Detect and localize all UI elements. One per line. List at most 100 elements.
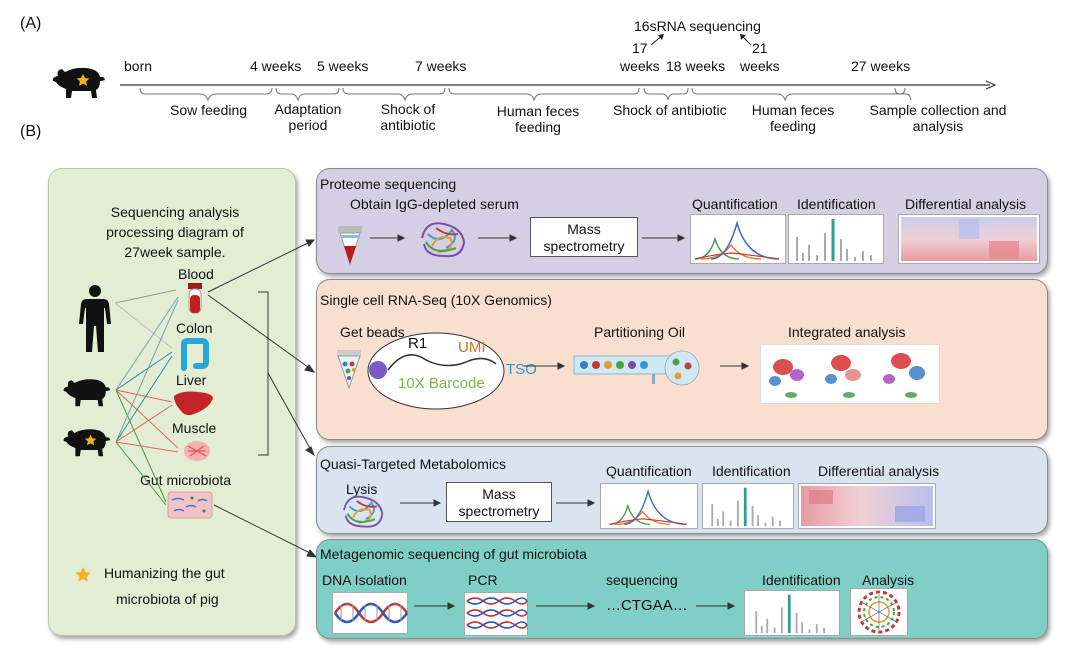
colon-icon xyxy=(176,338,212,372)
metagenomic-title: Metagenomic sequencing of gut microbiota xyxy=(320,546,587,562)
left-panel-title: Sequencing analysis processing diagram o… xyxy=(70,202,280,262)
scrna-get-beads: Get beads xyxy=(340,324,405,340)
phase-human-feces-1: Human feces feeding xyxy=(490,103,586,135)
left-title-line3: 27week sample. xyxy=(124,244,226,260)
sample-connector-lines xyxy=(0,0,318,558)
timepoint-18-weeks: 18 weeks xyxy=(666,58,726,74)
proteome-mass-spec-box: Mass spectrometry xyxy=(530,217,638,257)
liver-icon xyxy=(172,390,214,418)
proteome-ident-label: Identification xyxy=(797,196,876,212)
metabolomics-ident-plot xyxy=(702,483,794,529)
legend-line2: microbiota of pig xyxy=(116,591,219,607)
sequencing-note: 16sRNA sequencing xyxy=(634,18,761,34)
timepoint-17: 17 xyxy=(632,40,648,56)
metabolomics-ident-label: Identification xyxy=(712,463,791,479)
step-analysis: Analysis xyxy=(862,572,915,588)
metabolomics-diff-label: Differential analysis xyxy=(818,463,940,479)
circular-tree-icon xyxy=(850,588,908,636)
metabolomics-lysis: Lysis xyxy=(346,481,378,497)
metagenomic-arrows xyxy=(0,0,736,610)
proteome-ident-plot xyxy=(788,214,884,264)
blood-tube-icon xyxy=(184,283,206,317)
phase-human-feces-1-line2: feeding xyxy=(515,119,561,135)
phase-shock-1-line1: Shock of xyxy=(380,101,436,117)
panel-a-label: (A) xyxy=(20,15,42,32)
legend-line1: Humanizing the gut xyxy=(104,565,225,581)
gut-microbiota-icon xyxy=(167,491,213,519)
phase-adaptation: Adaptation period xyxy=(270,101,346,133)
proteome-quant-label: Quantification xyxy=(692,196,778,212)
humanized-pig-sample-icon xyxy=(62,424,112,458)
left-title-line2: processing diagram of xyxy=(106,224,244,240)
bead-barcode-diagram xyxy=(366,326,508,412)
dna-helix-image xyxy=(332,592,409,634)
phase-sow-feeding: Sow feeding xyxy=(170,102,248,118)
metabolomics-mass-line2: spectrometry xyxy=(458,503,540,519)
phase-adaptation-line2: period xyxy=(288,117,328,133)
metabolite-structure-icon xyxy=(336,490,392,532)
proteome-subtitle: Obtain IgG-depleted serum xyxy=(350,196,519,212)
humanized-pig-icon xyxy=(52,62,106,100)
sample-liver-label: Liver xyxy=(176,372,207,388)
timeline-axis xyxy=(120,80,997,90)
scrna-partitioning-label: Partitioning Oil xyxy=(594,324,686,340)
proteome-arrows xyxy=(0,0,686,242)
phase-human-feces-2: Human feces feeding xyxy=(745,102,841,134)
sequence-text: …CTGAA… xyxy=(606,597,688,614)
scrna-umi-label: UMI xyxy=(458,339,486,356)
left-title-line1: Sequencing analysis xyxy=(110,204,240,220)
phase-shock-1-line2: antibiotic xyxy=(380,117,436,133)
scrna-barcode-label: 10X Barcode xyxy=(398,375,485,392)
proteome-quant-plot xyxy=(690,214,786,264)
phase-braces xyxy=(0,0,912,102)
legend-star-icon xyxy=(74,566,92,584)
integrated-analysis-umap xyxy=(760,344,940,404)
proteome-mass-line2: spectrometry xyxy=(543,238,625,254)
metabolomics-title: Quasi-Targeted Metabolomics xyxy=(320,456,506,472)
step-pcr: PCR xyxy=(468,572,498,588)
pig-icon xyxy=(62,374,112,408)
protein-structure-icon xyxy=(416,216,472,262)
serum-tube-icon xyxy=(336,226,364,266)
phase-human-feces-1-line1: Human feces xyxy=(496,103,580,119)
step-sequencing: sequencing xyxy=(606,572,678,588)
metabolomics-quant-label: Quantification xyxy=(606,463,692,479)
sample-blood-label: Blood xyxy=(178,266,214,282)
metagenomic-ident-plot xyxy=(744,590,840,636)
timepoint-5-weeks: 5 weeks xyxy=(317,58,369,74)
step-dna-isolation: DNA Isolation xyxy=(322,572,407,588)
metabolomics-quant-plot xyxy=(600,483,698,529)
timepoint-4-weeks: 4 weeks xyxy=(250,58,302,74)
phase-shock-2: Shock of antibiotic xyxy=(613,102,727,118)
proteome-mass-line1: Mass xyxy=(567,221,601,237)
sample-gut-microbiota-label: Gut microbiota xyxy=(140,472,232,488)
metagenomic-panel xyxy=(316,539,1048,639)
metabolomics-mass-line1: Mass xyxy=(482,486,516,502)
panel-b-label: (B) xyxy=(20,123,42,140)
pcr-image xyxy=(464,592,528,636)
proteome-diff-label: Differential analysis xyxy=(905,196,1027,212)
step-identification: Identification xyxy=(762,572,841,588)
phase-sample-collection-line2: analysis xyxy=(912,118,964,134)
muscle-icon xyxy=(182,438,212,464)
phase-adaptation-line1: Adaptation xyxy=(274,101,342,117)
proteome-heatmap xyxy=(898,214,1040,264)
scrna-title: Single cell RNA-Seq (10X Genomics) xyxy=(320,292,552,308)
timepoint-21-weeks: weeks xyxy=(740,58,780,74)
phase-human-feces-2-line2: feeding xyxy=(770,118,816,134)
sample-colon-label: Colon xyxy=(176,320,213,336)
timepoint-21: 21 xyxy=(752,40,768,56)
metabolomics-mass-spec-box: Mass spectrometry xyxy=(446,482,552,522)
bead-tube-icon xyxy=(334,350,364,390)
phase-sample-collection-line1: Sample collection and xyxy=(869,102,1007,118)
human-figure-icon xyxy=(78,284,112,354)
metabolomics-heatmap xyxy=(798,483,936,529)
partitioning-oil-icon xyxy=(573,346,700,390)
scrna-integrated-label: Integrated analysis xyxy=(788,324,906,340)
legend-text: Humanizing the gut microbiota of pig xyxy=(104,560,225,612)
timepoint-7-weeks: 7 weeks xyxy=(415,58,467,74)
timepoint-27-weeks: 27 weeks xyxy=(851,58,911,74)
timepoint-17-weeks: weeks xyxy=(620,58,660,74)
proteome-title: Proteome sequencing xyxy=(320,176,457,192)
scrna-r1-label: R1 xyxy=(408,335,428,352)
